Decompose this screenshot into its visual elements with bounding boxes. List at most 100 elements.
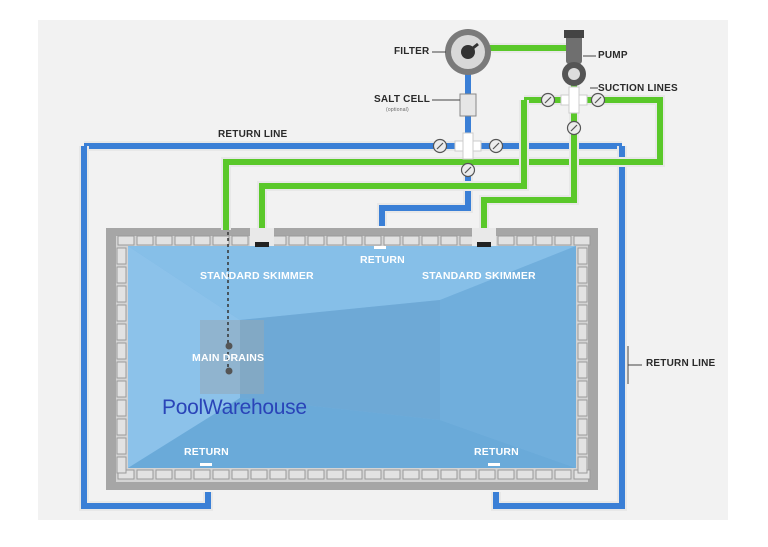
coping-tile	[269, 469, 287, 480]
coping-tile	[577, 361, 588, 379]
coping-tile	[577, 247, 588, 265]
coping-tile	[535, 469, 553, 480]
logo-part-pool: Pool	[162, 396, 203, 419]
coping-tile	[383, 469, 401, 480]
coping-tile	[326, 469, 344, 480]
main-drain-1	[225, 342, 233, 350]
coping-tile	[577, 456, 588, 474]
coping-tile	[136, 235, 154, 246]
return-bottom-left-label: RETURN	[184, 446, 229, 458]
salt-cell-note: (optional)	[386, 107, 409, 113]
coping-tile	[421, 469, 439, 480]
pool-floor-bottom-facet	[128, 398, 576, 468]
coping-tile	[364, 235, 382, 246]
coping-tile	[554, 469, 572, 480]
coping-tile	[535, 235, 553, 246]
coping-tile	[155, 469, 173, 480]
coping-tile	[193, 235, 211, 246]
coping-tile	[497, 235, 515, 246]
coping-tile	[577, 342, 588, 360]
coping-tile	[421, 235, 439, 246]
coping-tile	[174, 235, 192, 246]
coping-tile	[116, 304, 127, 322]
logo-part-warehouse: Warehouse	[202, 396, 307, 419]
coping-tile	[116, 399, 127, 417]
coping-tile	[554, 235, 572, 246]
coping-tile	[116, 380, 127, 398]
coping-tile	[155, 235, 173, 246]
coping-tile	[288, 469, 306, 480]
leader-lines	[432, 51, 642, 384]
return-line-top-label: RETURN LINE	[218, 129, 288, 140]
coping-tile	[577, 380, 588, 398]
coping-tile	[116, 437, 127, 455]
pool-floor-right-facet	[440, 246, 576, 468]
skimmer-left-label: STANDARD SKIMMER	[200, 270, 314, 282]
coping-tile	[497, 469, 515, 480]
pump-label: PUMP	[598, 50, 628, 61]
coping-tile	[326, 235, 344, 246]
coping-tile	[440, 235, 458, 246]
return-fitting-bottom-left	[200, 463, 212, 466]
return-fitting-bottom-right	[488, 463, 500, 466]
coping-tile	[345, 469, 363, 480]
coping-tile	[516, 469, 534, 480]
coping-tile	[116, 342, 127, 360]
coping-tile	[364, 469, 382, 480]
filter-label: FILTER	[394, 46, 430, 57]
coping-tile	[516, 235, 534, 246]
return-top-label: RETURN	[360, 254, 405, 266]
coping-tile	[250, 469, 268, 480]
coping-tile	[478, 469, 496, 480]
coping-tile	[440, 469, 458, 480]
coping-tile	[577, 418, 588, 436]
main-drains-label: MAIN DRAINS	[192, 352, 265, 364]
coping-tile	[116, 456, 127, 474]
coping-tile	[577, 285, 588, 303]
coping-tile	[193, 469, 211, 480]
coping-tile	[577, 399, 588, 417]
skimmer-right-label: STANDARD SKIMMER	[422, 270, 536, 282]
main-drain-2	[225, 367, 233, 375]
coping-tile	[136, 469, 154, 480]
coping-tile	[577, 323, 588, 341]
coping-tile	[402, 469, 420, 480]
suction-manifold-cross-v	[568, 86, 580, 114]
skimmer-left-body	[250, 228, 274, 246]
pump-motor	[566, 34, 582, 64]
salt-cell	[459, 93, 477, 117]
coping-tiles	[116, 235, 591, 480]
coping-tile	[288, 235, 306, 246]
coping-tile	[577, 304, 588, 322]
coping-tile	[116, 361, 127, 379]
salt-cell-label: SALT CELL	[374, 94, 431, 105]
pool-floor-top-facet	[128, 246, 576, 320]
skimmer-right-body	[472, 228, 496, 246]
main-drains-area	[200, 320, 264, 394]
coping-tile	[116, 323, 127, 341]
return-line-right-label: RETURN LINE	[646, 358, 716, 369]
suction-lines-label: SUCTION LINES	[598, 83, 678, 94]
coping-tile	[116, 285, 127, 303]
pool-deep-end	[240, 300, 440, 420]
coping-tile	[307, 235, 325, 246]
coping-tile	[573, 235, 591, 246]
coping-tile	[231, 469, 249, 480]
return-manifold-cross-v	[462, 132, 474, 160]
coping-tile	[383, 235, 401, 246]
skimmer-right-opening	[477, 242, 491, 247]
coping-tile	[231, 235, 249, 246]
skimmer-left-opening	[255, 242, 269, 247]
coping-tile	[117, 235, 135, 246]
valve-handles	[436, 96, 602, 174]
coping-tile	[577, 266, 588, 284]
coping-tile	[345, 235, 363, 246]
return-fitting-top	[374, 246, 386, 249]
coping-tile	[402, 235, 420, 246]
coping-tile	[116, 247, 127, 265]
poolwarehouse-logo: PoolWarehouse	[162, 396, 307, 420]
coping-tile	[212, 469, 230, 480]
coping-tile	[577, 437, 588, 455]
